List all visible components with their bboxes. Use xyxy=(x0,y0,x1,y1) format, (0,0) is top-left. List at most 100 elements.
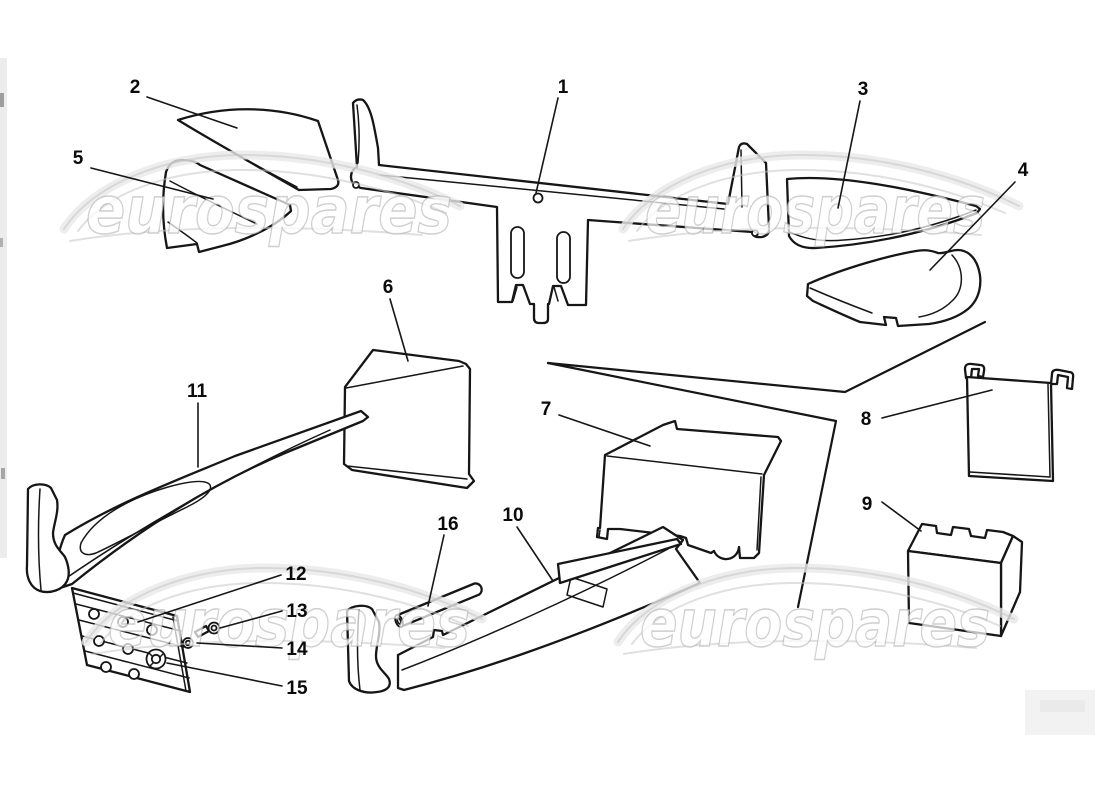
callout-label-10: 10 xyxy=(502,505,523,526)
car-swoosh-icon xyxy=(623,639,977,655)
callout-label-14: 14 xyxy=(286,639,308,660)
watermark: eurospares xyxy=(59,150,465,250)
part-10-recess xyxy=(566,576,608,608)
part-8-edge-line xyxy=(969,471,1051,478)
part-4-outline xyxy=(805,248,982,328)
callout-leader-13 xyxy=(219,610,283,629)
callout-label-2: 2 xyxy=(130,77,141,98)
car-swoosh-icon xyxy=(636,168,1006,232)
watermark: eurospares xyxy=(613,563,1019,663)
callout-leader-16 xyxy=(427,534,445,607)
scan-edge-artifacts xyxy=(0,58,1095,735)
callout-label-9: 9 xyxy=(862,494,873,515)
part-6-panel-drawing xyxy=(342,348,476,490)
part-10-sill-drawing xyxy=(345,525,702,694)
watermark-text: eurospares xyxy=(86,172,452,249)
callout-leader-15 xyxy=(166,662,283,687)
part-3-panel-drawing xyxy=(785,176,982,250)
callout-label-3: 3 xyxy=(858,79,869,100)
callout-leader-3 xyxy=(837,100,861,209)
part-5-crease xyxy=(169,180,258,225)
callout-label-8: 8 xyxy=(861,409,872,430)
car-swoosh-icon xyxy=(622,153,1020,230)
callout-label-4: 4 xyxy=(1018,160,1029,181)
part-15-inner xyxy=(150,653,162,665)
scan-mark xyxy=(0,93,4,107)
callout-leader-2 xyxy=(146,96,238,129)
part-3-outline xyxy=(785,176,982,250)
part-12-hole xyxy=(100,661,112,673)
callout-label-1: 1 xyxy=(558,77,569,98)
part-11-sill-drawing xyxy=(25,409,370,594)
watermark-layer: eurospares eurospares eurospares eurospares xyxy=(59,150,1024,663)
callout-label-16: 16 xyxy=(437,514,458,535)
callout-label-6: 6 xyxy=(383,277,394,298)
part-1-left-flange-line xyxy=(356,104,360,164)
car-swoosh-icon xyxy=(617,566,1015,643)
part-6-fold xyxy=(345,365,464,389)
part-13-shaft xyxy=(193,624,211,639)
part-1-notch-line xyxy=(512,286,518,302)
part-12-hole xyxy=(128,668,140,680)
part-7-outline xyxy=(595,419,783,561)
part-13-head-center xyxy=(210,624,218,632)
part-1-slot xyxy=(556,231,571,284)
watermark: eurospares xyxy=(81,563,487,663)
callout-label-13: 13 xyxy=(286,601,307,622)
part-4-front-fold xyxy=(809,287,873,314)
part-12-hole xyxy=(88,608,100,620)
part-12-rib xyxy=(84,650,190,679)
part-7-tab-line xyxy=(598,529,601,538)
reference-line-upper xyxy=(546,320,987,394)
car-swoosh-icon xyxy=(628,226,982,242)
part-6-outline xyxy=(342,348,476,490)
part-6-bottom-lip xyxy=(346,465,468,480)
part-11-recess xyxy=(79,480,212,556)
car-swoosh-icon xyxy=(63,153,461,230)
part-8-panel-drawing xyxy=(963,362,1075,483)
part-13-screw-drawing xyxy=(193,621,221,639)
scan-smudge xyxy=(1040,700,1085,712)
part-1-notch-line xyxy=(553,286,559,302)
part-11-bottom-line xyxy=(61,429,331,582)
callout-leader-5 xyxy=(90,167,214,200)
watermark-text: eurospares xyxy=(645,172,985,249)
reference-line-lower xyxy=(546,361,838,609)
part-7-fold xyxy=(606,455,763,475)
part-8-hook xyxy=(963,362,986,380)
part-15-grommet-drawing xyxy=(145,648,167,670)
part-1-hole xyxy=(532,192,544,204)
part-5-crease xyxy=(167,221,198,244)
watermark-text: eurospares xyxy=(640,585,990,662)
part-11-end-cap-fold xyxy=(37,488,42,591)
part-15-detail xyxy=(148,652,164,667)
watermark-text: eurospares xyxy=(108,585,470,662)
reference-lines xyxy=(546,320,987,609)
callout-label-11: 11 xyxy=(187,381,208,402)
callout-label-12: 12 xyxy=(285,564,306,585)
part-8-outline xyxy=(965,375,1055,483)
callout-label-7: 7 xyxy=(541,399,552,420)
part-4-inner-arc xyxy=(918,254,963,318)
scan-mark xyxy=(1,468,5,479)
part-8-hook xyxy=(1049,368,1075,391)
callout-leader-10 xyxy=(516,526,554,582)
part-16-bore xyxy=(396,617,402,625)
part-3-crease xyxy=(789,209,977,242)
part-10-lip-bar xyxy=(556,537,683,585)
scan-smudge xyxy=(1025,690,1095,735)
callout-leader-4 xyxy=(929,181,1016,271)
callout-leader-12 xyxy=(137,574,282,623)
part-10-end-cap-fold xyxy=(356,609,361,691)
callout-leader-1 xyxy=(535,97,559,194)
car-swoosh-icon xyxy=(77,168,447,232)
part-8-edge-line xyxy=(1047,383,1051,478)
watermark: eurospares xyxy=(618,150,1024,250)
part-12-hole xyxy=(146,624,158,636)
car-swoosh-icon xyxy=(85,566,483,643)
car-swoosh-icon xyxy=(69,226,423,242)
part-11-body-outline xyxy=(52,409,370,590)
